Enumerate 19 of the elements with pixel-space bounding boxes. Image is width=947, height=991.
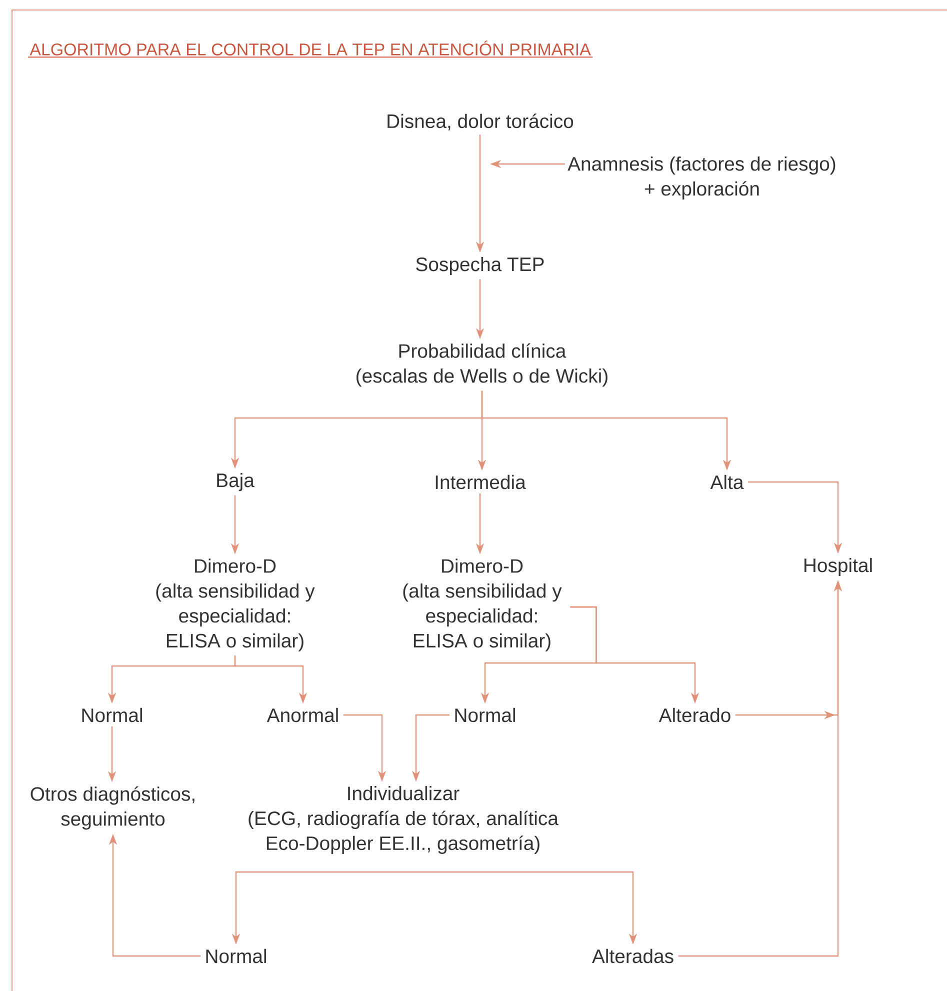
flow-text: Alterado xyxy=(658,708,730,722)
flow-text: Anamnesis (factores de riesgo) + exploración xyxy=(568,156,836,200)
flow-text: Baja xyxy=(217,472,254,492)
flow-text: Dimero-D (alta sensibilidad y especialidad: ELISA o similar) xyxy=(156,558,315,652)
flow-text: Normal xyxy=(455,708,515,722)
flow-text: Normal xyxy=(206,948,266,964)
flow-text: Alteradas xyxy=(592,948,674,964)
flow-text: Hospital xyxy=(804,558,872,576)
flow-text: Disnea, dolor torácico xyxy=(388,114,574,130)
flow-text: Normal xyxy=(82,708,142,722)
flow-text: Anormal xyxy=(266,708,338,722)
flow-text: Sospecha TEP xyxy=(416,256,544,276)
flow-text: Individualizar (ECG, radiografía de tórax, analítica Eco-Doppler EE.II., gasometría) xyxy=(248,786,558,854)
title: ALGORITMO PARA EL CONTROL DE LA TEP EN ATENCIÓN PRIMARIA xyxy=(28,40,594,58)
flow-text: Probabilidad clínica (escalas de Wells o de Wicki) xyxy=(356,343,608,387)
flow-text: Otros diagnósticos, seguimiento xyxy=(30,786,194,830)
flow-text: Intermedia xyxy=(436,474,526,490)
flow-text: Alta xyxy=(710,474,744,490)
flow-text: Dimero-D (alta sensibilidad y especialidad: ELISA o similar) xyxy=(403,558,562,652)
